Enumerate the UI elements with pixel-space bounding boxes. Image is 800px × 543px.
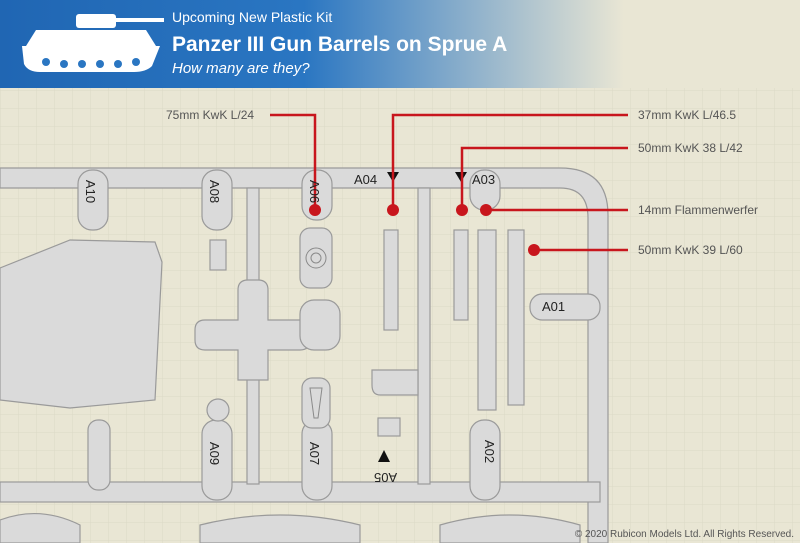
part-label-a02: A02 xyxy=(482,439,498,464)
part-label-a01: A01 xyxy=(542,299,566,314)
page-subtitle: How many are they? xyxy=(172,60,310,77)
part-label-a04: A04 xyxy=(354,172,378,187)
callout-label-37mm: 37mm KwK L/46.5 xyxy=(638,108,737,122)
page-title: Panzer III Gun Barrels on Sprue A xyxy=(172,33,508,56)
callout-label-75mm: 75mm KwK L/24 xyxy=(166,108,255,122)
copyright-text: © 2020 Rubicon Models Ltd. All Rights Re… xyxy=(574,529,794,540)
callout-label-flammenwerfer: 14mm Flammenwerfer xyxy=(638,203,759,217)
callout-label-50mm-l60: 50mm KwK 39 L/60 xyxy=(638,243,743,257)
part-label-a06: A06 xyxy=(307,179,323,204)
part-label-a09: A09 xyxy=(207,441,223,466)
part-label-a08: A08 xyxy=(207,179,223,204)
part-label-a07: A07 xyxy=(307,441,323,466)
header-kicker: Upcoming New Plastic Kit xyxy=(172,9,333,25)
part-label-a10: A10 xyxy=(83,179,99,204)
part-label-a05: A05 xyxy=(374,470,398,485)
tank-silhouette-icon xyxy=(22,14,164,72)
part-label-a03: A03 xyxy=(472,172,496,187)
callout-label-50mm-l42: 50mm KwK 38 L/42 xyxy=(638,141,743,155)
